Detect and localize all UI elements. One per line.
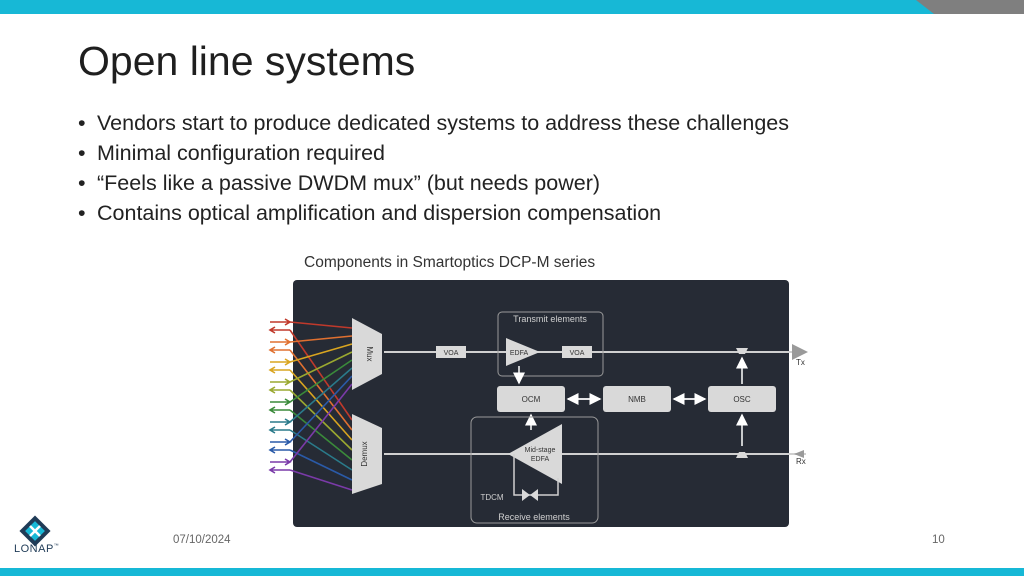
demux-label: Demux xyxy=(360,441,369,466)
dcp-m-block-diagram: Mux Demux Transmit elements VOA EDFA VOA… xyxy=(268,280,808,527)
mux-block xyxy=(352,318,382,390)
ocm-label: OCM xyxy=(522,395,541,404)
bullet-item: “Feels like a passive DWDM mux” (but nee… xyxy=(78,168,789,198)
channel-input-port-arrow xyxy=(270,458,292,466)
channel-output-port-arrow xyxy=(268,366,290,374)
demux-channel-line xyxy=(289,469,353,491)
transmit-group-label: Transmit elements xyxy=(513,314,587,324)
page-number: 10 xyxy=(932,534,945,546)
bottom-accent-bar xyxy=(0,568,1024,576)
mux-channel-line xyxy=(289,383,353,463)
mux-channel-line xyxy=(289,367,353,423)
channel-input-port-arrow xyxy=(270,418,292,426)
receive-group-box xyxy=(470,416,599,524)
midstage-label-1: Mid-stage xyxy=(525,447,556,454)
demux-block xyxy=(352,414,382,494)
channel-output-port-arrow xyxy=(268,466,290,474)
voa-in-label: VOA xyxy=(444,350,459,357)
midstage-edfa-block xyxy=(508,424,562,484)
channel-input-port-arrow xyxy=(270,438,292,446)
channel-output-port-arrow xyxy=(268,346,290,354)
demux-channel-line xyxy=(289,449,353,481)
footer-date: 07/10/2024 xyxy=(173,534,231,546)
voa-out-block xyxy=(562,346,592,358)
demux-channel-line xyxy=(289,329,353,421)
channel-input-port-arrow xyxy=(270,378,292,386)
mux-channel-line xyxy=(289,321,353,329)
channel-input-port-arrow xyxy=(270,318,292,326)
edfa-label: EDFA xyxy=(510,350,529,357)
mux-channel-line xyxy=(289,359,353,403)
edfa-block xyxy=(506,338,540,366)
channel-input-port-arrow xyxy=(270,338,292,346)
bullet-item: Contains optical amplification and dispe… xyxy=(78,198,789,228)
mux-label: Mux xyxy=(365,346,374,361)
lonap-logo xyxy=(19,515,51,547)
demux-channel-line xyxy=(289,369,353,441)
logo-text: LONAP xyxy=(14,543,54,555)
channel-output-port-arrow xyxy=(268,386,290,394)
tdcm-label: TDCM xyxy=(480,493,503,502)
logo-trademark: ™ xyxy=(53,543,60,549)
bullet-list: Vendors start to produce dedicated syste… xyxy=(78,108,789,228)
osc-block xyxy=(708,386,776,412)
nmb-label: NMB xyxy=(628,395,646,404)
nmb-block xyxy=(603,386,671,412)
tx-tap-coupler xyxy=(736,348,748,354)
rx-input-arrow xyxy=(794,450,804,458)
slide-title: Open line systems xyxy=(78,38,416,84)
top-gray-accent xyxy=(916,0,1024,14)
channel-output-port-arrow xyxy=(268,426,290,434)
demux-channel-line xyxy=(289,389,353,451)
mux-channel-line xyxy=(289,335,353,343)
logo-wordmark: LONAP™ xyxy=(14,543,59,555)
channel-fanout xyxy=(268,318,353,491)
midstage-label-2: EDFA xyxy=(531,456,550,463)
channel-input-port-arrow xyxy=(270,398,292,406)
mux-channel-line xyxy=(289,351,353,383)
channel-output-port-arrow xyxy=(268,446,290,454)
top-accent-bar xyxy=(0,0,1024,14)
rx-tap-coupler xyxy=(736,452,748,458)
demux-channel-line xyxy=(289,409,353,461)
bullet-item: Vendors start to produce dedicated syste… xyxy=(78,108,789,138)
demux-channel-line xyxy=(289,429,353,471)
receive-group-label: Receive elements xyxy=(498,512,570,522)
demux-channel-line xyxy=(289,349,353,431)
tdcm-block xyxy=(522,489,538,501)
mux-channel-line xyxy=(289,343,353,363)
voa-in-block xyxy=(436,346,466,358)
ocm-block xyxy=(497,386,565,412)
voa-out-label: VOA xyxy=(570,350,585,357)
figure-caption: Components in Smartoptics DCP-M series xyxy=(304,254,596,271)
tx-label: Tx xyxy=(796,358,805,367)
channel-output-port-arrow xyxy=(268,326,290,334)
bullet-item: Minimal configuration required xyxy=(78,138,789,168)
channel-output-port-arrow xyxy=(268,406,290,414)
rx-label: Rx xyxy=(796,457,806,466)
channel-input-port-arrow xyxy=(270,358,292,366)
transmit-group-box xyxy=(497,311,604,377)
mux-channel-line xyxy=(289,375,353,443)
osc-label: OSC xyxy=(733,395,751,404)
